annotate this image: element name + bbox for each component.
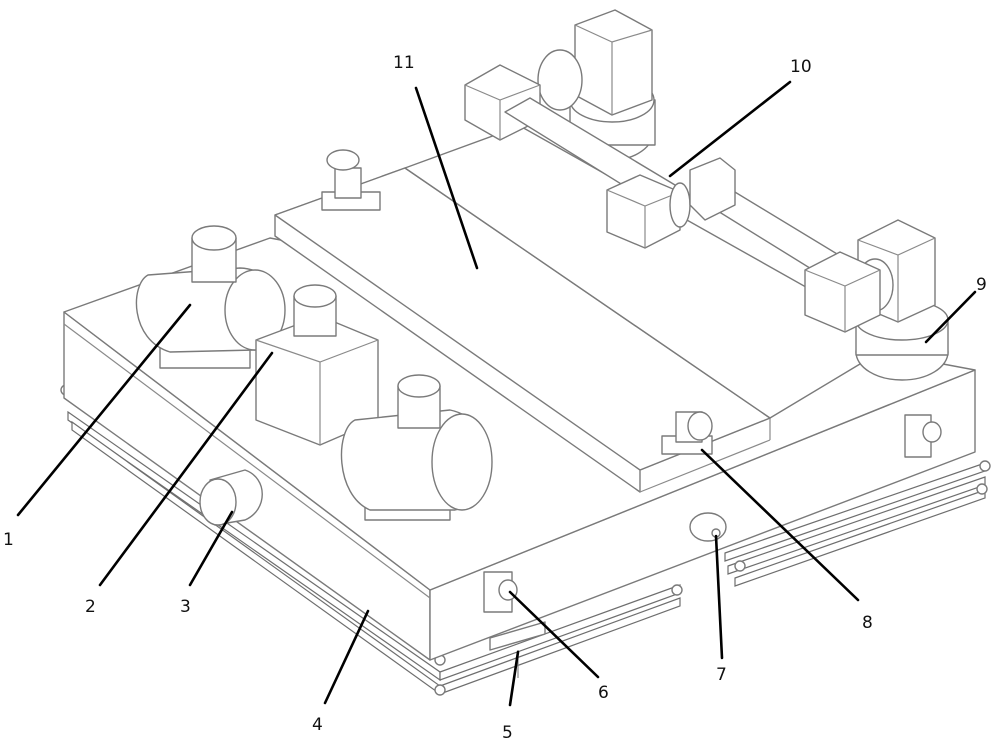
- part-labels: 1 2 3 4 5 6 7 8 9 10 11: [3, 53, 987, 743]
- gearbox-2: [255, 284, 379, 446]
- motor-front: [340, 374, 493, 521]
- leader-3: [188, 510, 234, 587]
- leader-5: [508, 650, 520, 707]
- leader-2: [98, 351, 274, 587]
- leader-lines: [16, 80, 977, 707]
- label-5: 5: [502, 723, 513, 743]
- label-7: 7: [716, 665, 727, 685]
- arm-assembly: [464, 9, 949, 381]
- leader-6: [508, 590, 600, 679]
- leader-4: [323, 609, 370, 705]
- label-2: 2: [85, 597, 96, 617]
- leader-10: [668, 80, 792, 178]
- connector-6: [483, 571, 518, 613]
- label-6: 6: [598, 683, 609, 703]
- label-10: 10: [790, 57, 812, 77]
- label-3: 3: [180, 597, 191, 617]
- label-11: 11: [393, 53, 415, 73]
- right-connector: [904, 414, 942, 458]
- elbow-8: [661, 411, 713, 455]
- sensor-7: [689, 512, 727, 542]
- side-cylinder-3: [199, 469, 263, 526]
- label-1: 1: [3, 530, 14, 550]
- label-8: 8: [862, 613, 873, 633]
- motor-1: [135, 225, 286, 369]
- leader-8: [700, 448, 860, 602]
- raised-platform: [274, 125, 901, 493]
- label-4: 4: [312, 715, 323, 735]
- leader-9: [924, 290, 977, 344]
- leader-1: [16, 303, 192, 517]
- leader-7: [714, 534, 724, 660]
- top-elbow-connector: [321, 149, 381, 211]
- guide-rails: [60, 384, 991, 696]
- label-9: 9: [976, 275, 987, 295]
- leader-11: [414, 86, 479, 270]
